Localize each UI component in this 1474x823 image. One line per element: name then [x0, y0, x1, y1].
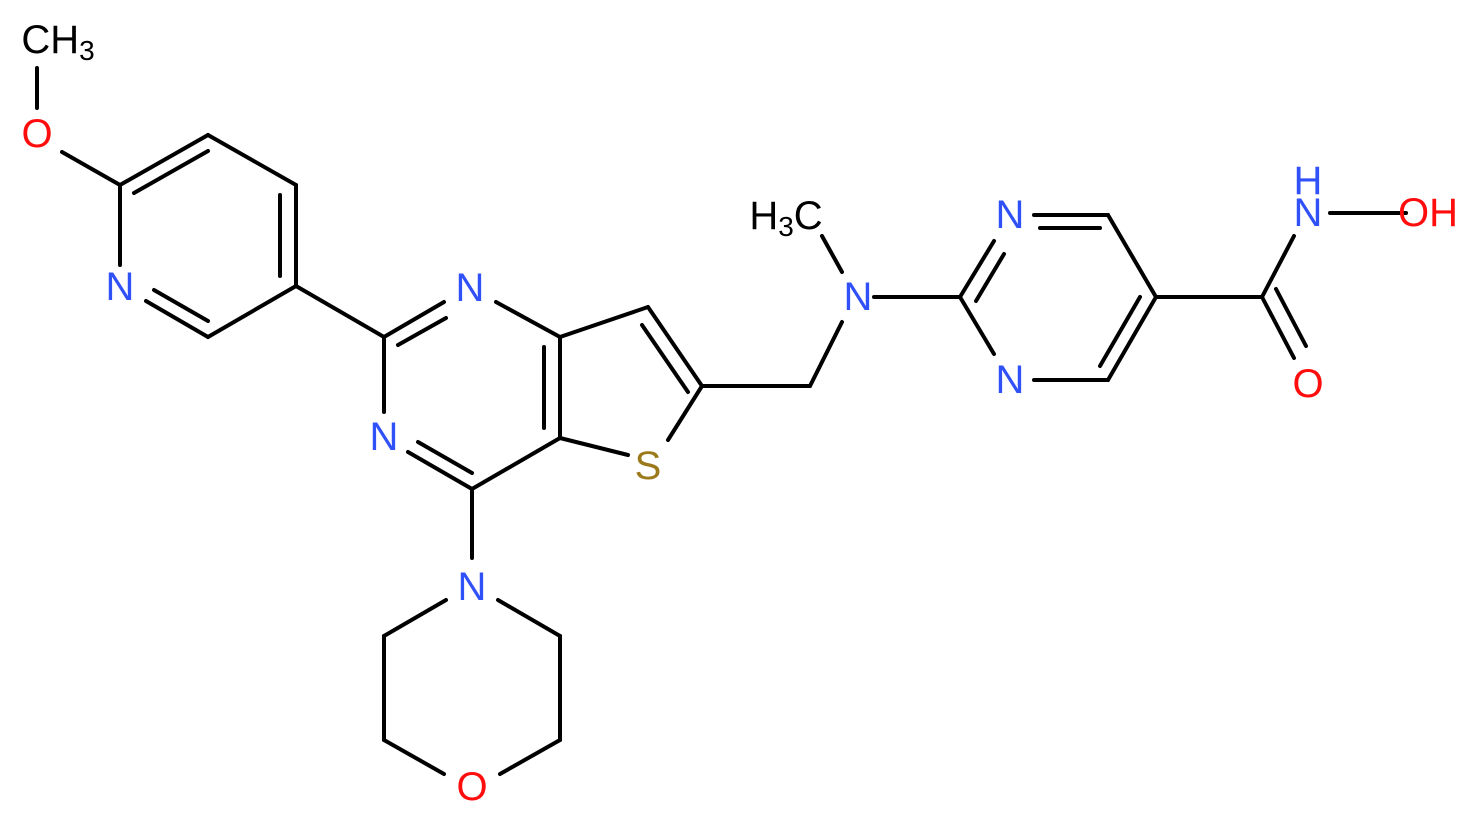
- bond-pym2-4-inner: [1098, 295, 1142, 368]
- bond-morph-3: [382, 738, 446, 776]
- bond-pym-1-inner: [396, 316, 448, 347]
- bond-morph-1: [382, 598, 448, 638]
- bond-c-n: [1260, 234, 1296, 299]
- bond-pym-5: [406, 450, 474, 491]
- bond-morph-6: [496, 598, 562, 638]
- bond-py-5-inner: [152, 288, 210, 323]
- bond-th-4: [558, 436, 630, 457]
- bond-py-1-inner: [132, 149, 210, 195]
- bond-morph-4: [498, 738, 562, 776]
- bond-th-1: [558, 305, 650, 339]
- bond-pym2-1: [958, 239, 996, 299]
- methoxy-o-label: O: [21, 112, 52, 156]
- methyl-top-sub: 3: [79, 35, 95, 66]
- pyridine-n-label: N: [106, 265, 135, 309]
- amine-n-label: N: [844, 275, 873, 319]
- n-methyl-h: H: [749, 194, 778, 238]
- bond-py-pym: [294, 284, 386, 339]
- bond-th-2: [646, 305, 704, 388]
- bond-o-c: [60, 150, 122, 187]
- bond-py-5: [144, 299, 210, 339]
- n-methyl-sub: 3: [778, 211, 794, 242]
- hydroxamic-n-label: N: [1294, 191, 1323, 235]
- bond-py-4: [206, 284, 298, 339]
- bond-ch2-2: [808, 320, 844, 388]
- pyrimidine2-n-lower-label: N: [996, 358, 1025, 402]
- methyl-top-ch: CH: [21, 18, 79, 62]
- bond-th-2-inner: [640, 323, 690, 394]
- bond-pym2-1-inner: [974, 252, 1006, 303]
- atom-labels: CH3 O N N N S N O H3C N N N H N OH O: [21, 18, 1458, 809]
- bonds: [35, 66, 1408, 776]
- bond-pym2-3: [1106, 213, 1158, 299]
- bond-pym-5-inner: [416, 440, 474, 475]
- hydroxamic-h-label: H: [1294, 159, 1323, 203]
- bond-pym2-6: [958, 295, 996, 356]
- n-methyl-c: C: [794, 194, 823, 238]
- morpholine-n-label: N: [458, 565, 487, 609]
- n-methyl-label: H3C: [749, 194, 822, 242]
- pyrimidine-n-upper-label: N: [456, 266, 485, 310]
- bond-pym-2: [494, 300, 562, 339]
- pyrimidine2-n-upper-label: N: [996, 193, 1025, 237]
- bond-py-1: [118, 133, 210, 187]
- thiophene-s-label: S: [635, 444, 662, 488]
- methyl-top-label: CH3: [21, 18, 94, 66]
- bond-c-o-2: [1274, 287, 1308, 348]
- carbonyl-o-label: O: [1292, 362, 1323, 406]
- bond-th-3: [666, 384, 704, 442]
- morpholine-o-label: O: [456, 765, 487, 809]
- bond-pym2-4: [1106, 295, 1158, 382]
- bond-py-2: [206, 133, 298, 187]
- bond-pym-1: [382, 300, 446, 339]
- bond-n-me: [820, 234, 844, 274]
- pyrimidine-n-lower-label: N: [370, 415, 399, 459]
- bond-pym-4: [470, 436, 562, 491]
- bond-c-o-1: [1260, 295, 1296, 360]
- hydroxamic-oh-label: OH: [1398, 191, 1458, 235]
